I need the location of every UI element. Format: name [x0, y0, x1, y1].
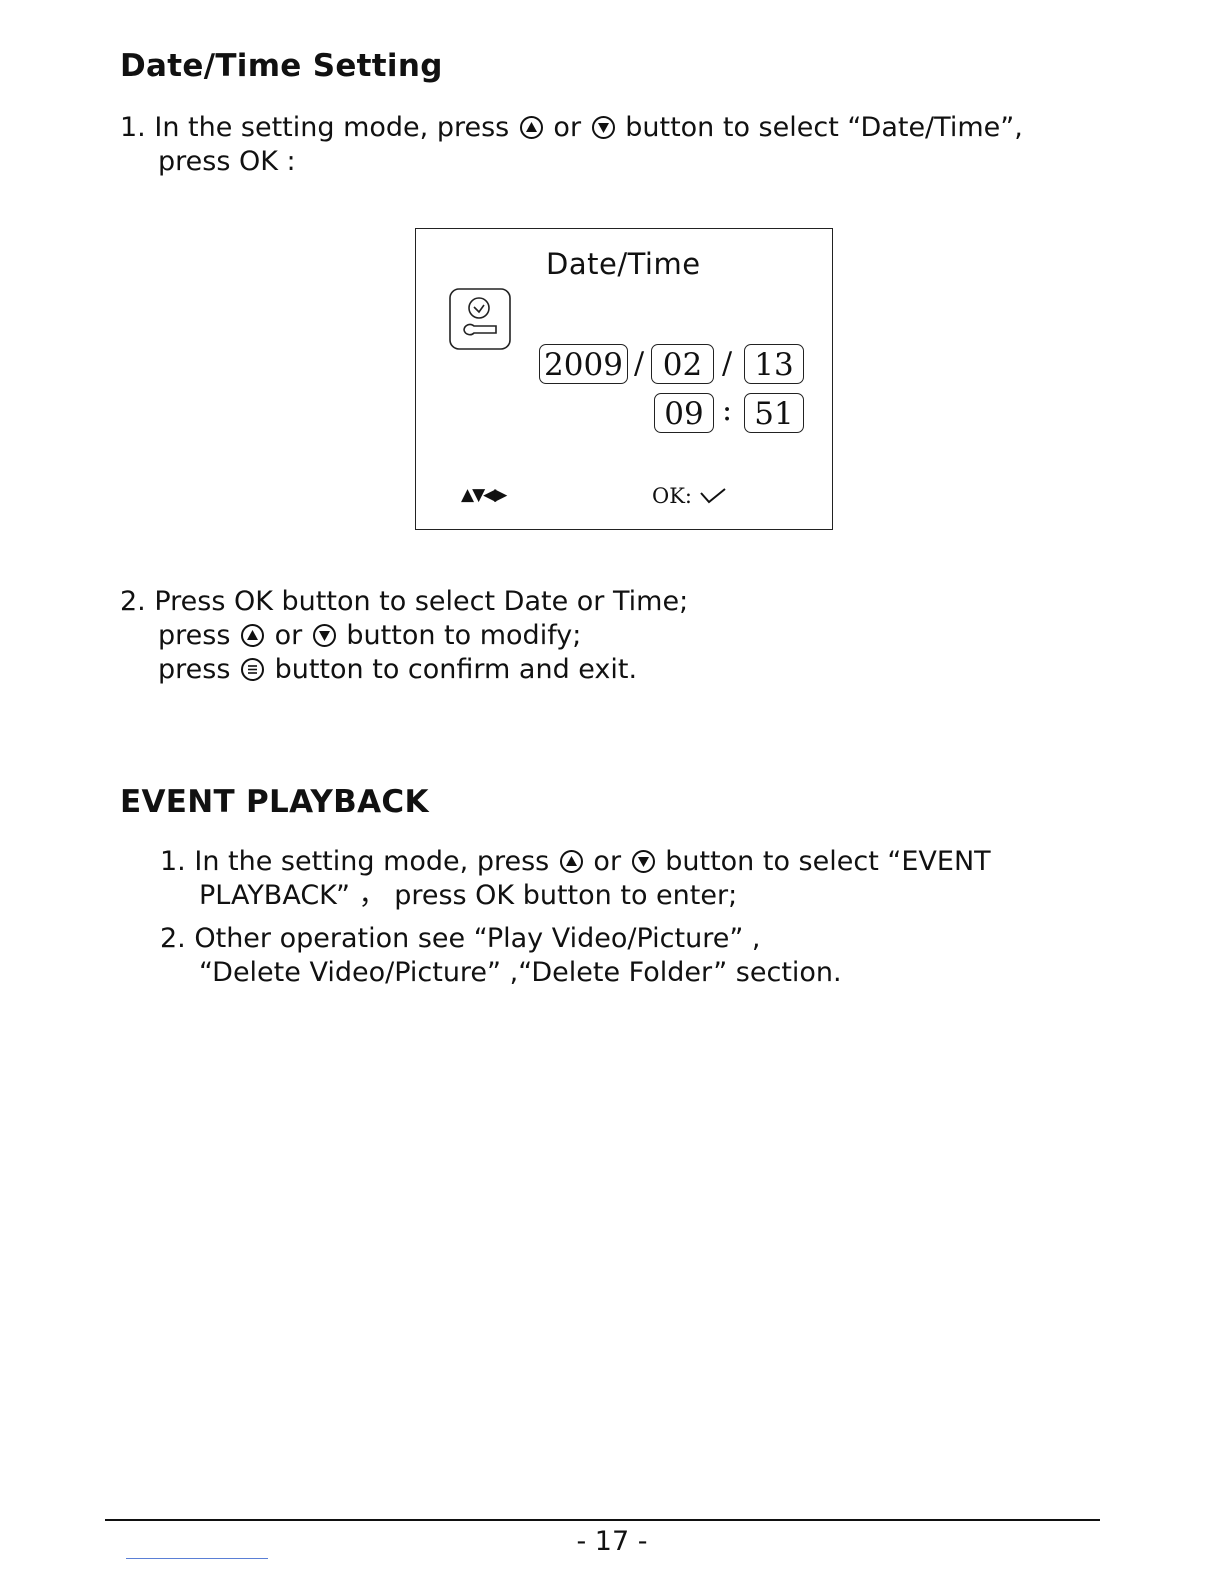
page-number: - 17 -: [576, 1526, 648, 1557]
down-button-icon: [631, 850, 655, 873]
step-text: In the setting mode, press: [194, 846, 550, 877]
datetime-step2-line3: press button to confirm and exit.: [158, 653, 637, 687]
checkmark-icon: [699, 488, 726, 504]
step-text: press: [158, 654, 231, 685]
step-text: In the setting mode, press: [154, 112, 510, 143]
down-button-icon: [312, 624, 336, 647]
ok-hint: OK:: [652, 484, 727, 508]
step-number: 1.: [120, 112, 146, 143]
playback-step1-line2: PLAYBACK” ， press OK button to enter;: [199, 880, 738, 911]
step-text: button to select “Date/Time”,: [625, 112, 1023, 143]
section-heading-event-playback: EVENT PLAYBACK: [120, 784, 429, 820]
up-button-icon: [519, 116, 543, 139]
section-heading-datetime: Date/Time Setting: [120, 48, 443, 84]
step-text: Other operation see “Play Video/Picture”…: [194, 923, 761, 954]
month-field[interactable]: 02: [651, 344, 714, 384]
datetime-step1-line2: press OK :: [158, 146, 296, 177]
step-text: or: [274, 620, 303, 651]
step-number: 2.: [120, 586, 146, 617]
step-text: or: [593, 846, 622, 877]
playback-step2-line1: 2. Other operation see “Play Video/Pictu…: [160, 922, 761, 956]
step-text: press: [158, 620, 231, 651]
ok-label: OK:: [652, 484, 692, 508]
footer-rule: [105, 1519, 1100, 1521]
date-separator: /: [722, 346, 733, 381]
clock-wrench-icon: [448, 287, 512, 355]
playback-step1-line1: 1. In the setting mode, press or button …: [160, 845, 991, 879]
minute-field[interactable]: 51: [744, 393, 804, 433]
step-text: button to modify;: [346, 620, 582, 651]
year-field[interactable]: 2009: [539, 344, 628, 384]
step-number: 2.: [160, 923, 186, 954]
playback-step2-line2: “Delete Video/Picture” ,“Delete Folder” …: [199, 957, 842, 988]
datetime-step2-line2: press or button to modify;: [158, 619, 581, 653]
datetime-step1-line1: 1. In the setting mode, press or button …: [120, 111, 1023, 145]
time-separator: :: [722, 393, 733, 428]
datetime-screen: Date/Time 2009 / 02 / 13 09 : 51 ▲▼◀▶ OK…: [415, 228, 833, 530]
step-number: 1.: [160, 846, 186, 877]
down-button-icon: [591, 116, 615, 139]
date-separator: /: [634, 346, 645, 381]
hour-field[interactable]: 09: [654, 393, 714, 433]
day-field[interactable]: 13: [744, 344, 804, 384]
step-text: Press OK button to select Date or Time;: [154, 586, 689, 617]
step-text: button to select “EVENT: [665, 846, 991, 877]
step-text: or: [553, 112, 582, 143]
screen-title: Date/Time: [546, 247, 701, 281]
footer-accent-line: [126, 1558, 268, 1559]
menu-button-icon: [241, 658, 264, 681]
datetime-step2-line1: 2. Press OK button to select Date or Tim…: [120, 585, 688, 619]
step-text: button to confirm and exit.: [274, 654, 638, 685]
up-button-icon: [559, 850, 583, 873]
up-button-icon: [241, 624, 264, 647]
nav-arrows-hint: ▲▼◀▶: [461, 485, 507, 505]
